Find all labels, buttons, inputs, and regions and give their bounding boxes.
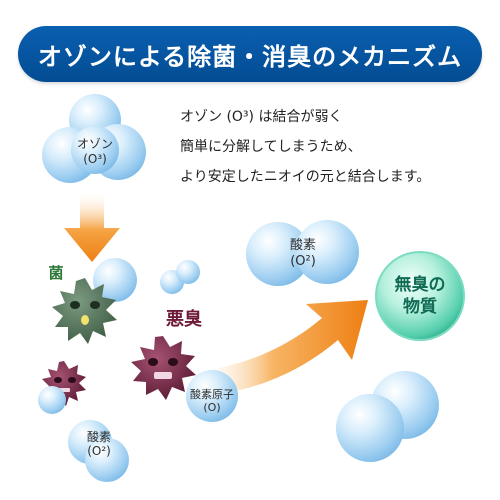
oxygen-middle-label-line-1: 酸素 (289, 238, 316, 253)
small-bubble-left (38, 386, 66, 414)
title-banner: オゾンによる除菌・消臭のメカニズム (18, 26, 482, 82)
oxygen-atom-label-line-2: (O) (203, 401, 221, 414)
odorless-substance (375, 251, 465, 341)
page-title: オゾンによる除菌・消臭のメカニズム (37, 42, 463, 71)
oxygen-atom-label-line-1: 酸素原子 (190, 388, 234, 401)
bad-odor-label: 悪臭 (166, 309, 202, 330)
odorless-label-line-2: 物質 (403, 297, 437, 317)
description-text: オゾン (O³) は結合が弱く 簡単に分解してしまうため、 より安定したニオイの… (180, 102, 490, 192)
odorless-substance-label: 無臭の 物質 (388, 274, 452, 318)
description-line-2: 簡単に分解してしまうため、 (180, 139, 362, 155)
oxygen-middle-label-line-2: (O²) (290, 254, 316, 269)
odorless-label-line-1: 無臭の (394, 275, 446, 295)
small-bubbles-top (93, 258, 200, 302)
oxygen-molecule-bottom-right (336, 371, 439, 462)
down-arrow (64, 190, 120, 262)
oxygen-molecule-middle (246, 220, 359, 286)
oxygen-lower-label-line-2: (O²) (87, 444, 111, 458)
ozone-molecule (42, 94, 146, 183)
oxygen-atom-label: 酸素原子 (O) (186, 388, 238, 414)
oxygen-middle-label: 酸素 (O²) (282, 238, 324, 270)
oxygen-lower-label-line-1: 酸素 (86, 430, 111, 444)
ozone-label: オゾン (O³) (72, 137, 118, 167)
ozone-label-line-1: オゾン (76, 137, 113, 151)
germ-label: 菌 (48, 264, 64, 282)
oxygen-atom-bubble (186, 370, 238, 422)
description-line-1: オゾン (O³) は結合が弱く (180, 109, 343, 125)
germ-character (52, 278, 117, 344)
description-line-3: より安定したニオイの元と結合します。 (180, 169, 431, 185)
oxygen-lower-label: 酸素 (O²) (79, 430, 119, 458)
reaction-arrow (195, 300, 368, 396)
oxygen-molecule-lower (68, 420, 129, 482)
ozone-label-line-2: (O³) (83, 152, 107, 166)
odor-character (131, 336, 196, 400)
